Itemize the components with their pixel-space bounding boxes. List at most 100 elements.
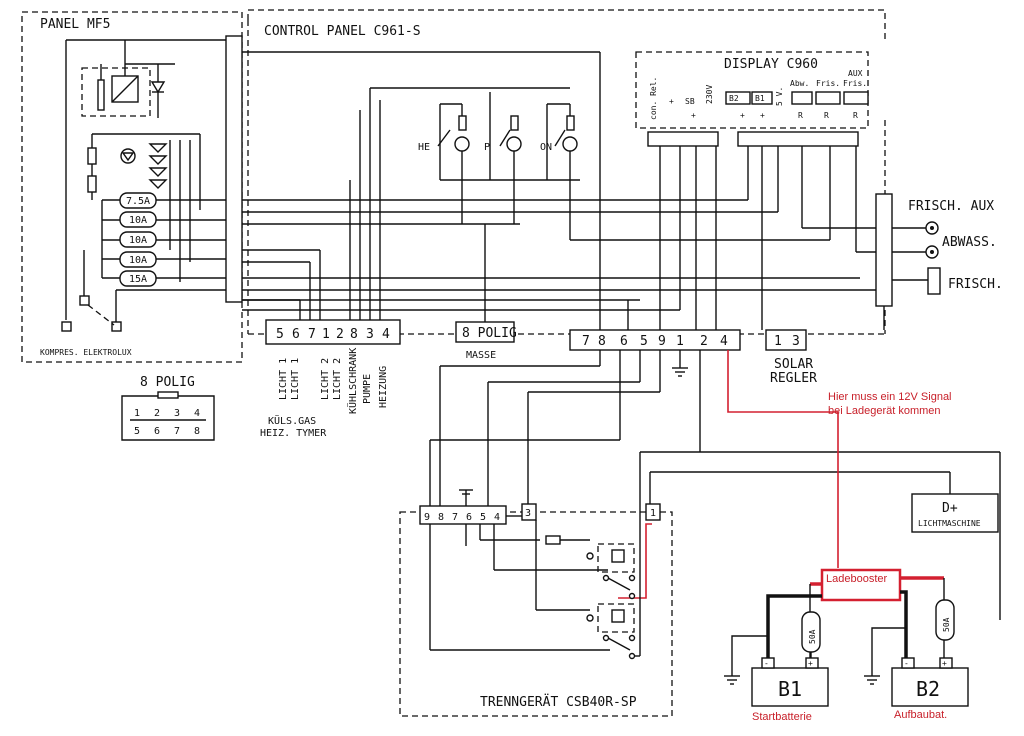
svg-text:MASSE: MASSE [466, 350, 496, 361]
svg-text:2: 2 [336, 327, 344, 342]
svg-text:KÜHLSCHRANK: KÜHLSCHRANK [346, 348, 359, 414]
svg-text:15A: 15A [129, 274, 147, 285]
svg-text:con. Rel.: con. Rel. [649, 77, 658, 120]
ladebooster: Ladebooster [820, 568, 902, 602]
svg-text:9: 9 [658, 334, 666, 349]
svg-text:5: 5 [480, 512, 486, 523]
svg-text:2: 2 [154, 408, 160, 419]
svg-text:8: 8 [350, 327, 358, 342]
svg-text:8: 8 [598, 334, 606, 349]
svg-text:R: R [798, 111, 803, 120]
svg-text:LICHT 1: LICHT 1 [290, 358, 301, 400]
signal-wire [727, 350, 839, 568]
svg-text:REGLER: REGLER [770, 371, 817, 386]
svg-text:+: + [760, 111, 765, 120]
svg-text:+: + [942, 659, 947, 668]
svg-text:6: 6 [466, 512, 472, 523]
svg-text:D+: D+ [942, 501, 958, 516]
svg-text:HEIZUNG: HEIZUNG [378, 366, 389, 408]
terminal-strip-mf5 [225, 35, 243, 303]
trenngeraet-title: TRENNGERÄT CSB40R-SP [480, 694, 637, 710]
svg-text:Fris.: Fris. [816, 79, 840, 88]
svg-text:-: - [904, 659, 909, 668]
fuse-50a-b1: 50A [801, 611, 821, 653]
svg-text:10A: 10A [129, 215, 147, 226]
svg-text:AUX: AUX [848, 69, 863, 78]
panel-mf5: PANEL MF5 7.5A 10A [21, 11, 243, 363]
b1-label: Startbatterie [752, 711, 812, 723]
svg-text:4: 4 [494, 512, 500, 523]
svg-text:1: 1 [676, 334, 684, 349]
battery-b2: - + B2 Aufbaubat. [891, 657, 969, 721]
svg-text:B2: B2 [916, 677, 940, 701]
panel-mf5-title: PANEL MF5 [40, 17, 110, 32]
svg-text:50A: 50A [942, 617, 951, 632]
connector-masse: 8 POLIG MASSE [455, 321, 517, 361]
svg-text:3: 3 [792, 334, 800, 349]
svg-text:LICHTMASCHINE: LICHTMASCHINE [918, 519, 981, 528]
svg-text:+: + [669, 97, 674, 106]
svg-text:5: 5 [640, 334, 648, 349]
svg-text:4: 4 [720, 334, 728, 349]
dplus-lichtmaschine: D+ LICHTMASCHINE [911, 493, 999, 533]
display-connector-right [737, 131, 859, 147]
mf5-diode [150, 81, 166, 94]
svg-text:7.5A: 7.5A [126, 196, 150, 207]
switch-group: HE P ON [418, 92, 580, 240]
svg-text:B1: B1 [755, 94, 765, 103]
svg-text:7: 7 [582, 334, 590, 349]
svg-text:KÜLS.GAS: KÜLS.GAS [268, 414, 316, 427]
switch-he-label: HE [418, 142, 430, 153]
tank-sensors: FRISCH. AUX ABWASS. FRISCH. [908, 199, 1003, 295]
svg-text:230V: 230V [705, 85, 714, 104]
svg-text:5: 5 [134, 426, 140, 437]
switch-on-label: ON [540, 142, 552, 153]
svg-text:7: 7 [452, 512, 458, 523]
svg-text:9: 9 [424, 512, 430, 523]
display-frame [635, 51, 869, 129]
svg-text:4: 4 [194, 408, 200, 419]
svg-text:B1: B1 [778, 677, 802, 701]
svg-text:1: 1 [774, 334, 782, 349]
svg-text:HEIZ. TYMER: HEIZ. TYMER [260, 428, 327, 439]
tank-icon-fris [815, 91, 841, 105]
svg-text:SOLAR: SOLAR [774, 357, 813, 372]
mf5-relay-frame [81, 67, 151, 117]
svg-text:3: 3 [174, 408, 180, 419]
svg-text:-: - [764, 659, 769, 668]
display-title: DISPLAY C960 [724, 57, 818, 72]
tank-icon-abw [791, 91, 813, 105]
trenn-connector [419, 505, 507, 525]
svg-text:6: 6 [154, 426, 160, 437]
display-c960: DISPLAY C960 con. Rel. + SB + 230V B2 B1… [635, 51, 869, 147]
svg-text:4: 4 [382, 327, 390, 342]
svg-text:3: 3 [366, 327, 374, 342]
svg-text:7: 7 [174, 426, 180, 437]
trenngeraet: TRENNGERÄT CSB40R-SP 9 8 7 6 5 4 3 1 [399, 489, 673, 717]
mf5-fuse-block: 7.5A 10A 10A 10A 15A [119, 192, 157, 287]
svg-text:B2: B2 [729, 94, 739, 103]
tank-frisch-aux-label: FRISCH. AUX [908, 199, 994, 214]
panel-c961-title: CONTROL PANEL C961-S [264, 24, 421, 39]
svg-text:+: + [691, 111, 696, 120]
display-connector-left [647, 131, 719, 147]
switch-p-label: P [484, 142, 490, 153]
note-line2: bei Ladegerät kommen [828, 405, 941, 417]
svg-text:Abw.: Abw. [790, 79, 809, 88]
polig-legend: 8 POLIG 1 2 3 4 5 6 7 8 [121, 375, 215, 441]
svg-text:LICHT 2: LICHT 2 [332, 358, 343, 400]
svg-text:3: 3 [525, 508, 531, 519]
svg-text:8: 8 [194, 426, 200, 437]
connector-a: 5 6 7 1 2 8 3 4 LICHT 1 LICHT 1 LICHT 2 … [260, 319, 401, 439]
svg-text:5 V.: 5 V. [775, 87, 784, 106]
svg-text:PUMPE: PUMPE [362, 374, 373, 404]
terminal-strip-tanks [875, 193, 893, 307]
kompres-label: KOMPRES. ELEKTROLUX [40, 348, 132, 357]
svg-text:1: 1 [134, 408, 140, 419]
svg-text:6: 6 [620, 334, 628, 349]
svg-text:8: 8 [438, 512, 444, 523]
svg-text:6: 6 [292, 327, 300, 342]
svg-text:5: 5 [276, 327, 284, 342]
